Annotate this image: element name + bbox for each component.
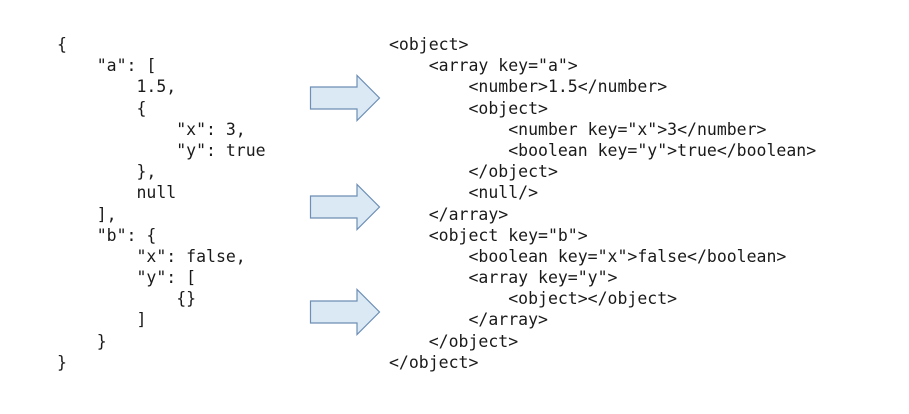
xml-line: <boolean key="y">true</boolean>	[389, 140, 817, 160]
xml-line: <object>	[389, 35, 469, 54]
xml-line: </object>	[389, 331, 519, 351]
right-arrow-icon	[309, 183, 381, 231]
xml-line: <array key="a">	[389, 56, 578, 76]
json-line: "a": [	[57, 56, 157, 76]
json-line: {	[57, 35, 67, 54]
json-line: "b": {	[57, 225, 157, 245]
json-line: {}	[57, 289, 197, 309]
json-line: "y": true	[57, 140, 266, 160]
json-line: }	[57, 352, 67, 372]
json-source-block: { "a": [ 1.5, { "x": 3, "y": true }, nul…	[57, 34, 266, 373]
json-line: ],	[57, 204, 117, 224]
json-line: ]	[57, 310, 147, 330]
xml-line: <object>	[389, 98, 548, 118]
xml-line: <null/>	[389, 183, 539, 203]
xml-line: </object>	[389, 352, 479, 372]
xml-line: <number>1.5</number>	[389, 77, 668, 97]
json-line: {	[57, 98, 147, 118]
xml-output-block: <object> <array key="a"> <number>1.5</nu…	[389, 34, 816, 373]
xml-line: <boolean key="x">false</boolean>	[389, 246, 787, 266]
right-arrow-icon	[309, 288, 381, 336]
xml-line: <object></object>	[389, 289, 678, 309]
xml-line: <object key="b">	[389, 225, 588, 245]
right-arrow-icon	[309, 74, 381, 122]
xml-line: </array>	[389, 310, 548, 330]
json-line: "x": false,	[57, 246, 246, 266]
json-line: "y": [	[57, 268, 197, 288]
xml-line: </array>	[389, 204, 509, 224]
json-line: "x": 3,	[57, 119, 246, 139]
xml-line: </object>	[389, 162, 558, 182]
json-line: },	[57, 162, 157, 182]
json-line: 1.5,	[57, 77, 177, 97]
xml-line: <number key="x">3</number>	[389, 119, 767, 139]
xml-line: <array key="y">	[389, 268, 618, 288]
json-line: }	[57, 331, 107, 351]
json-line: null	[57, 183, 177, 203]
